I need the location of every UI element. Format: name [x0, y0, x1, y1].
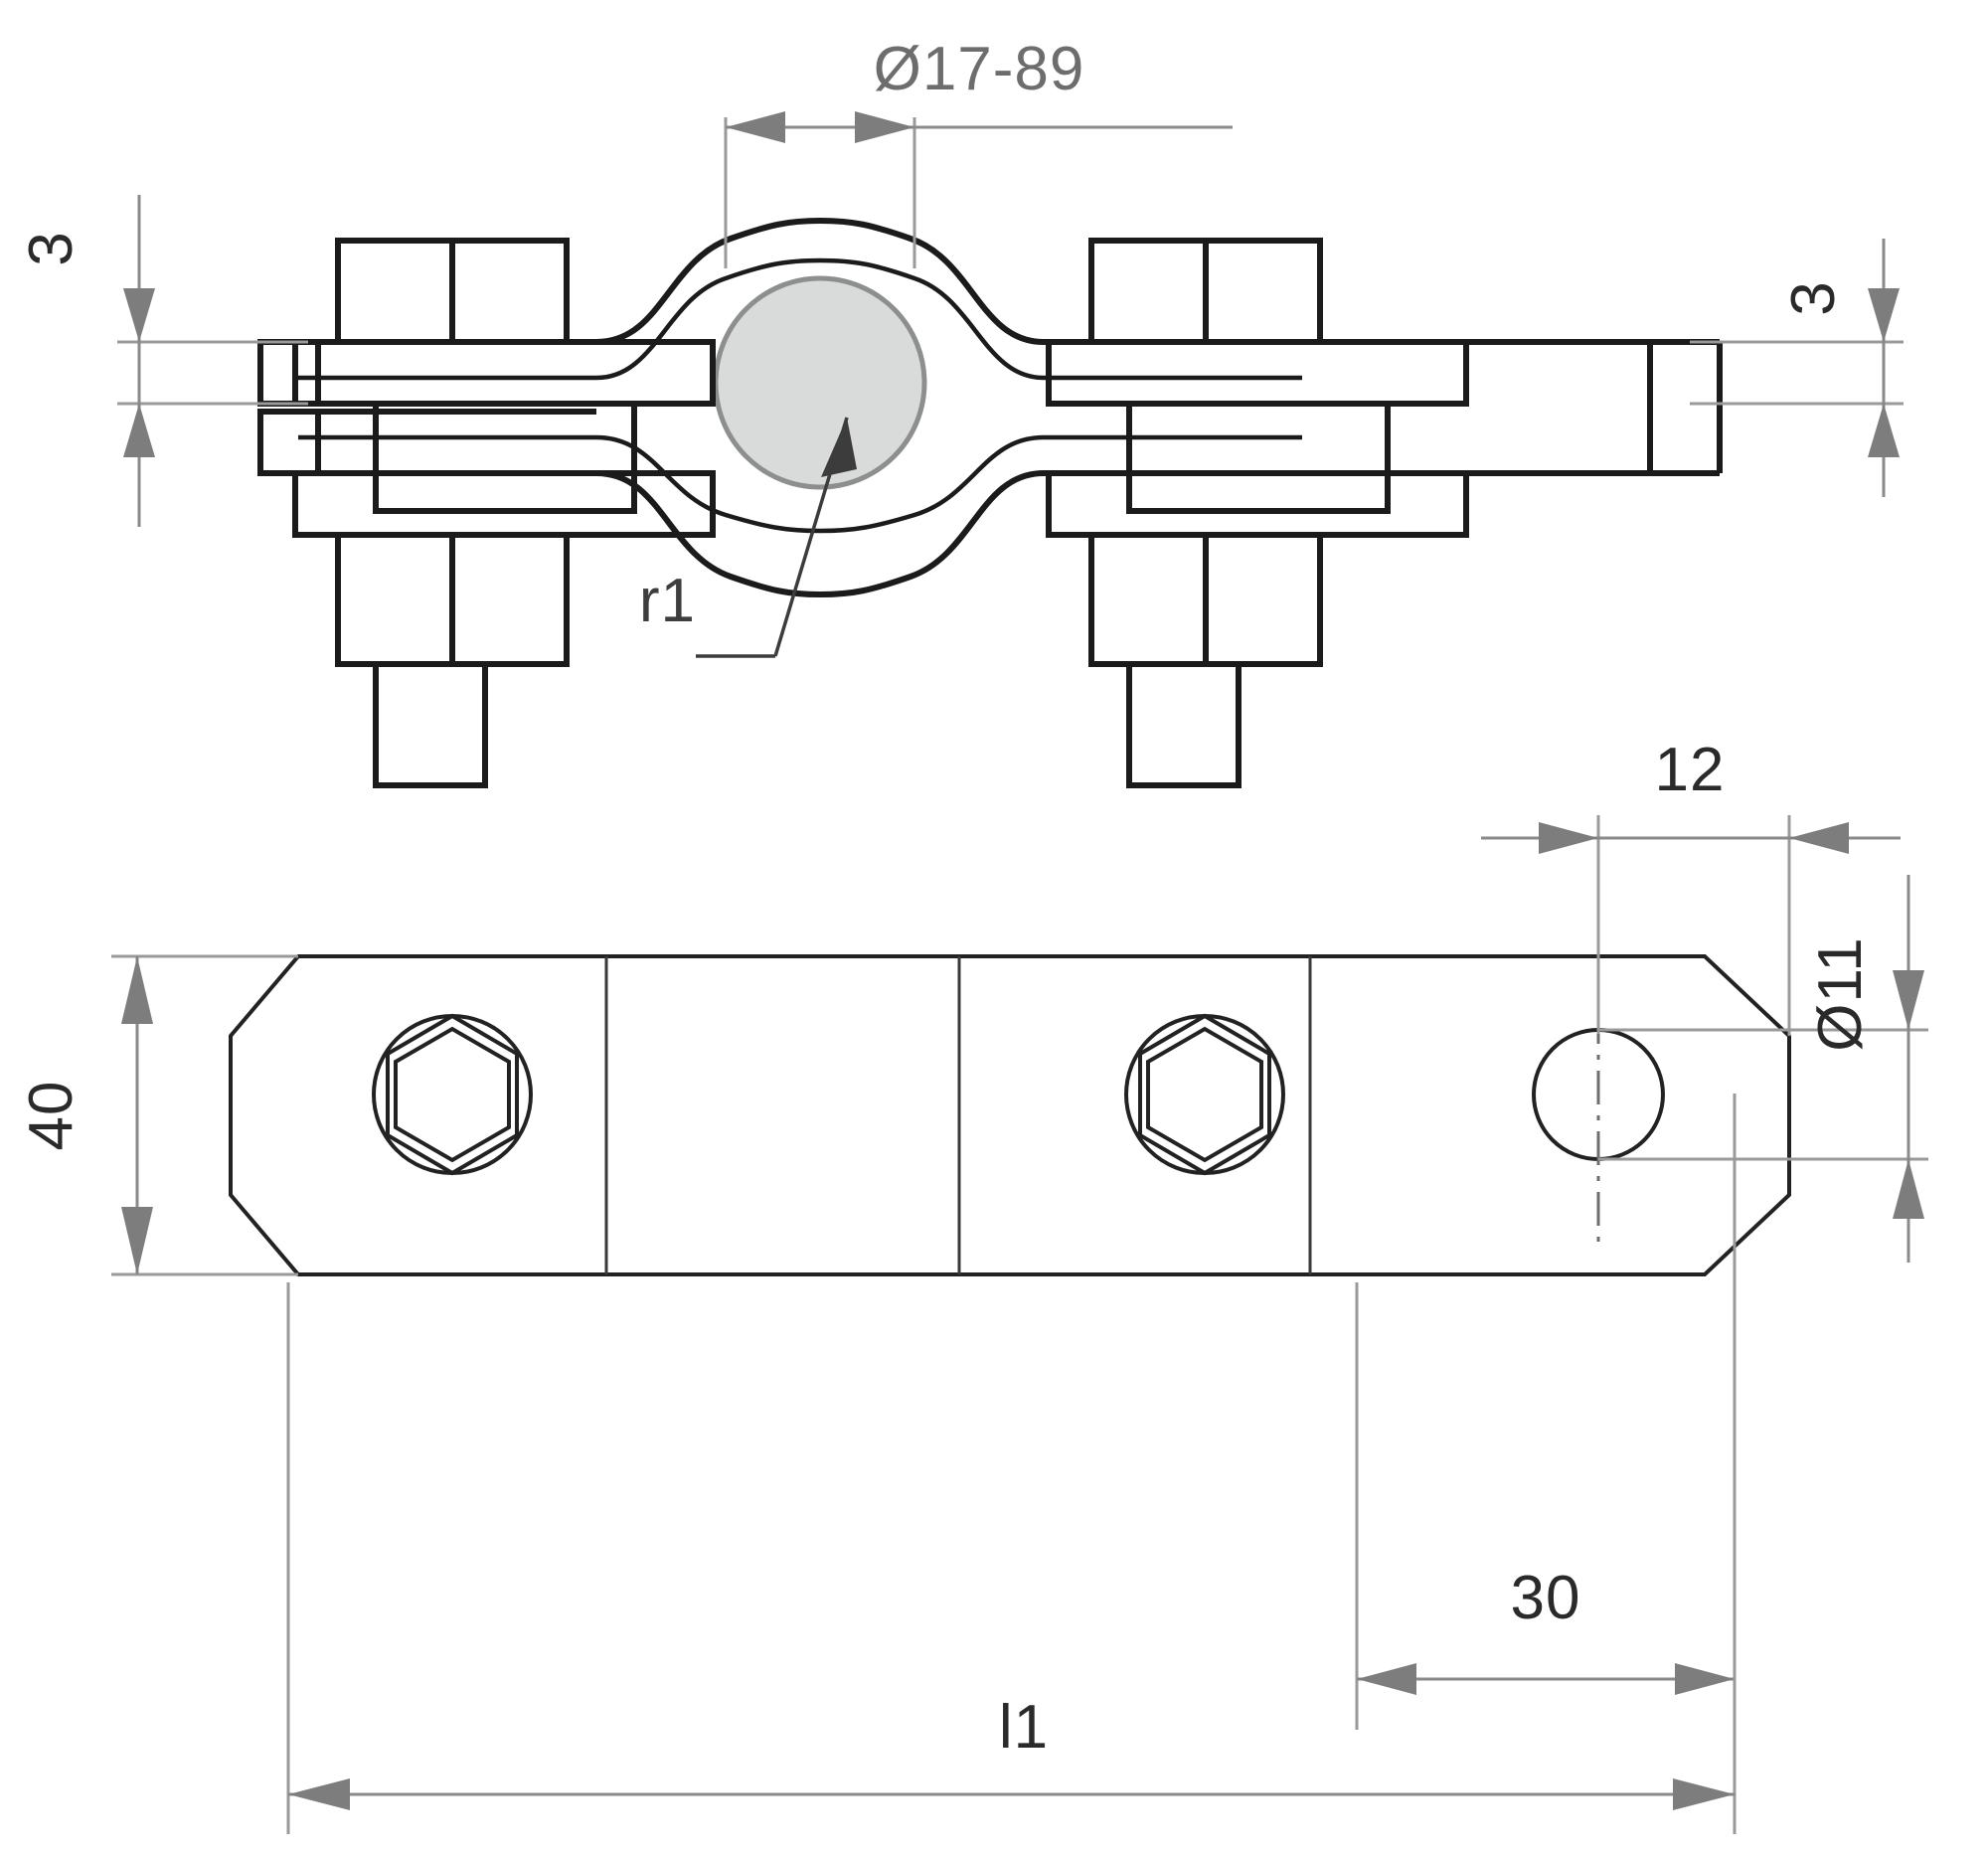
dimension-plate-width: 40 [17, 954, 298, 1276]
dimension-overall-length: l1 [286, 1282, 1737, 1834]
bolt-offset-arrow-right [1675, 1663, 1735, 1695]
hex-nut-left-outline [394, 1026, 511, 1163]
thick-right-arrow-bottom [1868, 404, 1900, 457]
bolt-thread-left [373, 661, 488, 788]
bolt-offset-label: 30 [1511, 1564, 1581, 1632]
overall-length-label: l1 [999, 1693, 1049, 1762]
strap-left-lower-terminal [257, 409, 321, 476]
washer-right-upper [1046, 339, 1469, 407]
plate-outline [229, 954, 1791, 1276]
pipe-cross-section [713, 275, 927, 490]
thick-left-arrow-top [123, 288, 155, 342]
dimension-thickness-left: 3 [17, 195, 308, 527]
clamp-band-upper-inner [298, 257, 1302, 381]
pipe-diameter-label: Ø17-89 [874, 35, 1085, 103]
hex-nut-right-plan [1124, 1013, 1285, 1176]
r1-arrow-head [821, 418, 857, 477]
width-arrow-bottom [121, 1207, 153, 1274]
hex-nut-right-inscribed-circle [1124, 1014, 1285, 1175]
bolt-shank-right [1126, 401, 1391, 514]
hex-nut-left-inscribed-circle [372, 1014, 533, 1175]
hole-diameter-label: Ø11 [1806, 936, 1875, 1052]
edge-offset-arrow-right [1789, 822, 1849, 854]
bolt-shank-left [373, 401, 637, 514]
hex-nut-right-outer [1138, 1013, 1271, 1176]
width-arrow-top [121, 956, 153, 1024]
thick-right-arrow-top [1868, 288, 1900, 342]
washer-right-lower [1046, 470, 1469, 538]
pipe-dia-arrow-left [726, 111, 785, 143]
thickness-left-label: 3 [17, 231, 85, 265]
dimension-pipe-diameter: Ø17-89 [724, 35, 1233, 268]
length-arrow-left [288, 1778, 350, 1810]
bolt-thread-right [1126, 661, 1242, 788]
dimension-bolt-offset: 30 [1355, 1094, 1737, 1730]
thick-left-arrow-bottom [123, 404, 155, 457]
pipe-dia-arrow-right [855, 111, 914, 143]
clamp-strap-lower-outer [260, 470, 1720, 598]
hex-nut-right-outline [1146, 1026, 1263, 1163]
hole-dia-arrow-bottom [1893, 1159, 1924, 1219]
plate-width-label: 40 [17, 1081, 85, 1151]
hole-edge-offset-label: 12 [1655, 736, 1726, 804]
hex-nut-left-plan [372, 1013, 533, 1176]
strap-left-upper-terminal [257, 339, 321, 407]
dimension-bend-radius: r1 [639, 417, 857, 658]
length-arrow-right [1673, 1778, 1735, 1810]
clamp-strap-upper-outer [260, 217, 1720, 345]
elevation-view: Ø17-89 3 3 r1 [17, 35, 1904, 788]
bolt-assembly-right [1046, 238, 1469, 788]
hole-dia-arrow-top [1893, 970, 1924, 1030]
dimension-thickness-right: 3 [1690, 239, 1904, 497]
hex-nut-left-outer [386, 1013, 519, 1176]
dimension-hole-diameter: Ø11 [1598, 875, 1928, 1263]
bolt-offset-arrow-left [1357, 1663, 1416, 1695]
plan-view: 40 12 Ø11 30 [17, 736, 1928, 1834]
bolt-assembly-left [292, 238, 716, 788]
edge-offset-arrow-left [1539, 822, 1598, 854]
radius-label: r1 [639, 567, 696, 635]
thickness-right-label: 3 [1779, 280, 1848, 315]
dimension-hole-edge-offset: 12 [1481, 736, 1901, 1036]
